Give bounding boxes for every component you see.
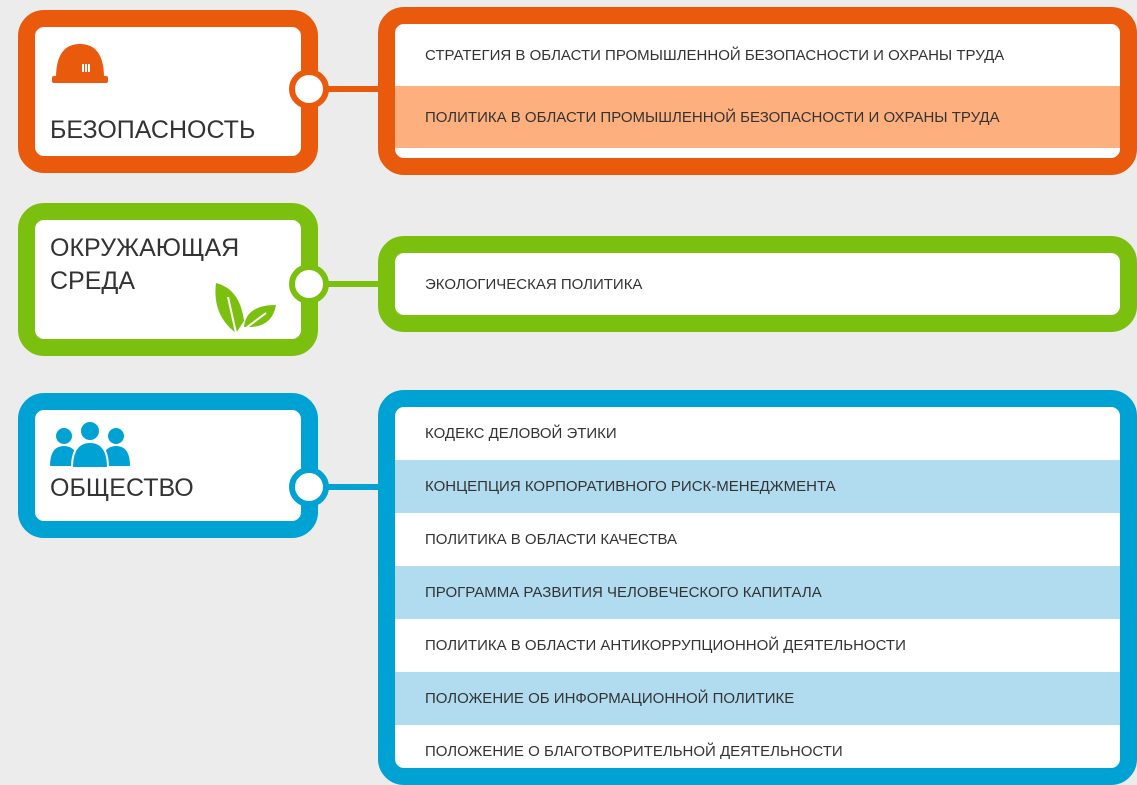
safety-doc-item-1[interactable]: СТРАТЕГИЯ В ОБЛАСТИ ПРОМЫШЛЕННОЙ БЕЗОПАС… [425, 46, 1005, 64]
society-doc-item-4[interactable]: ПРОГРАММА РАЗВИТИЯ ЧЕЛОВЕЧЕСКОГО КАПИТАЛ… [395, 566, 1120, 619]
leaf-icon [215, 283, 276, 334]
society-category-title: ОБЩЕСТВО [50, 474, 194, 502]
environment-connector-line [314, 281, 392, 287]
safety-documents-list: СТРАТЕГИЯ В ОБЛАСТИ ПРОМЫШЛЕННОЙ БЕЗОПАС… [378, 7, 1137, 175]
safety-doc-item-2[interactable]: ПОЛИТИКА В ОБЛАСТИ ПРОМЫШЛЕННОЙ БЕЗОПАСН… [395, 86, 1120, 148]
society-doc-item-1[interactable]: КОДЕКС ДЕЛОВОЙ ЭТИКИ [425, 425, 617, 442]
environment-connector-node [289, 264, 329, 304]
safety-connector-node [289, 69, 329, 109]
society-connector-line [314, 484, 392, 490]
society-doc-item-3[interactable]: ПОЛИТИКА В ОБЛАСТИ КАЧЕСТВА [425, 531, 677, 548]
people-icon [50, 420, 130, 468]
society-doc-item-6[interactable]: ПОЛОЖЕНИЕ ОБ ИНФОРМАЦИОННОЙ ПОЛИТИКЕ [395, 672, 1120, 725]
society-category-card [18, 393, 318, 538]
environment-documents-list: ЭКОЛОГИЧЕСКАЯ ПОЛИТИКА [378, 236, 1137, 332]
society-doc-item-5[interactable]: ПОЛИТИКА В ОБЛАСТИ АНТИКОРРУПЦИОННОЙ ДЕЯ… [425, 637, 906, 654]
environment-doc-item-1[interactable]: ЭКОЛОГИЧЕСКАЯ ПОЛИТИКА [425, 275, 643, 293]
safety-connector-line [314, 86, 392, 92]
society-doc-item-7[interactable]: ПОЛОЖЕНИЕ О БЛАГОТВОРИТЕЛЬНОЙ ДЕЯТЕЛЬНОС… [425, 743, 843, 760]
society-connector-node [289, 467, 329, 507]
hard-hat-icon [52, 44, 108, 83]
society-doc-item-2[interactable]: КОНЦЕПЦИЯ КОРПОРАТИВНОГО РИСК-МЕНЕДЖМЕНТ… [395, 460, 1120, 513]
safety-category-card [18, 10, 318, 173]
environment-category-title: ОКРУЖАЮЩАЯ СРЕДА [50, 234, 240, 295]
safety-category-title: БЕЗОПАСНОСТЬ [50, 116, 256, 144]
society-documents-list: КОДЕКС ДЕЛОВОЙ ЭТИКИ КОНЦЕПЦИЯ КОРПОРАТИ… [378, 390, 1137, 785]
